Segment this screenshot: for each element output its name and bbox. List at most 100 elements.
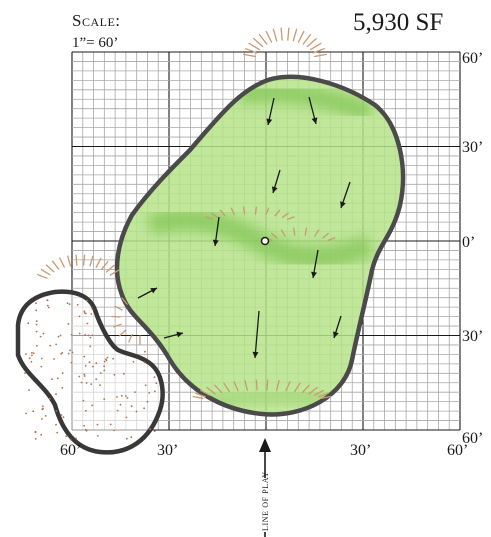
right-label: 0’ (462, 234, 475, 251)
sand-bunker (15, 289, 165, 455)
arrow-up-icon (259, 438, 271, 452)
fringe-tuft (244, 379, 249, 391)
sand-dot (66, 302, 69, 305)
sand-dot (53, 358, 55, 360)
sand-dot (103, 360, 106, 363)
line-of-play-label: LINE OF PLAY (261, 471, 270, 531)
sand-dot (49, 344, 52, 347)
sand-dot (82, 399, 85, 402)
sand-dot (84, 334, 87, 336)
fringe-tuft (314, 229, 320, 237)
sand-dot (146, 400, 149, 403)
arrow-head (271, 186, 278, 193)
right-label: 60’ (462, 50, 483, 67)
sand-dot (97, 435, 99, 437)
sand-dot (153, 390, 156, 393)
sand-dot (55, 423, 57, 426)
sand-dot (78, 315, 81, 318)
fringe-tuft (254, 206, 258, 215)
sand-dot (106, 356, 109, 359)
arrow-icon (137, 287, 158, 299)
sand-dot (84, 365, 87, 367)
fringe-tuft (287, 27, 290, 41)
fringe-tuft (113, 323, 122, 328)
fringe-tuft (89, 255, 94, 267)
fringe-tuft (313, 389, 324, 396)
sand-dot (76, 303, 79, 306)
fringe-tuft (101, 260, 109, 270)
fringe-tuft (258, 33, 268, 45)
sand-dot (24, 372, 26, 374)
sand-dot (75, 437, 77, 440)
fringe-tuft (304, 227, 308, 236)
fringe-tuft (286, 216, 295, 220)
sand-dot (130, 405, 133, 408)
fringe-tuft (285, 381, 291, 392)
sand-dot (85, 382, 88, 384)
sand-dot (28, 389, 30, 391)
sand-dot (126, 397, 129, 399)
sand-dot (80, 381, 83, 384)
fringe-tuft (308, 386, 318, 395)
area-label: 5,930 SF (353, 9, 443, 36)
sand-dot (78, 332, 81, 335)
sand-dot (88, 361, 91, 364)
sand-dot (90, 306, 93, 309)
sand-dot (86, 322, 89, 325)
putting-green (114, 74, 406, 417)
sand-dot (61, 386, 64, 389)
sand-dot (90, 313, 93, 315)
fringe-tuft (214, 384, 223, 394)
sand-dot (56, 377, 59, 380)
fringe-tuft (275, 379, 280, 391)
sand-dot (103, 369, 106, 372)
fringe-tuft (248, 42, 261, 51)
sand-dot (40, 357, 43, 360)
fringe-tuft (297, 30, 305, 43)
arrow-head (252, 351, 259, 358)
sand-dot (105, 358, 107, 361)
sand-dot (61, 352, 64, 354)
sand-texture (24, 299, 158, 441)
sand-dot (31, 351, 33, 354)
sand-dot (25, 353, 27, 355)
bottom-label: 60’ (60, 442, 81, 459)
sand-dot (113, 429, 115, 432)
fringe-tuft (223, 382, 231, 393)
fringe-tuft (313, 53, 328, 58)
fringe-tuft (253, 37, 264, 48)
sand-dot (69, 349, 71, 352)
sand-dot (47, 306, 50, 309)
sand-dot (28, 357, 31, 360)
sand-dot (69, 438, 72, 441)
arrow-icon (212, 216, 220, 247)
fringe-tuft (37, 274, 48, 279)
sand-dot (103, 365, 105, 368)
arrow-shaft (254, 310, 260, 359)
arrow-icon (163, 331, 184, 339)
fringe-tuft (195, 392, 207, 398)
sand-dot (83, 355, 86, 358)
sand-dot (30, 360, 33, 363)
arrow-head (266, 118, 273, 125)
arrow-icon (266, 97, 275, 126)
sand-dot (89, 336, 92, 339)
sand-dot (41, 405, 44, 408)
fringe-tuft (242, 53, 257, 58)
sand-dot (42, 407, 44, 410)
fringe-tuft (105, 264, 115, 273)
fringe-tuft (211, 212, 219, 218)
sand-dot (149, 428, 152, 430)
sand-dot (44, 415, 47, 417)
sand-dot (116, 396, 118, 398)
sand-dot (56, 431, 59, 434)
sand-dot (83, 310, 86, 313)
fringe-tuft (118, 329, 127, 337)
sand-dot (134, 391, 136, 393)
fringe-grass (37, 27, 336, 399)
sand-dot (89, 345, 92, 348)
fringe-tuft (301, 384, 310, 394)
sand-dot (70, 333, 73, 336)
sand-dot (91, 365, 94, 368)
sand-dot (34, 438, 37, 440)
